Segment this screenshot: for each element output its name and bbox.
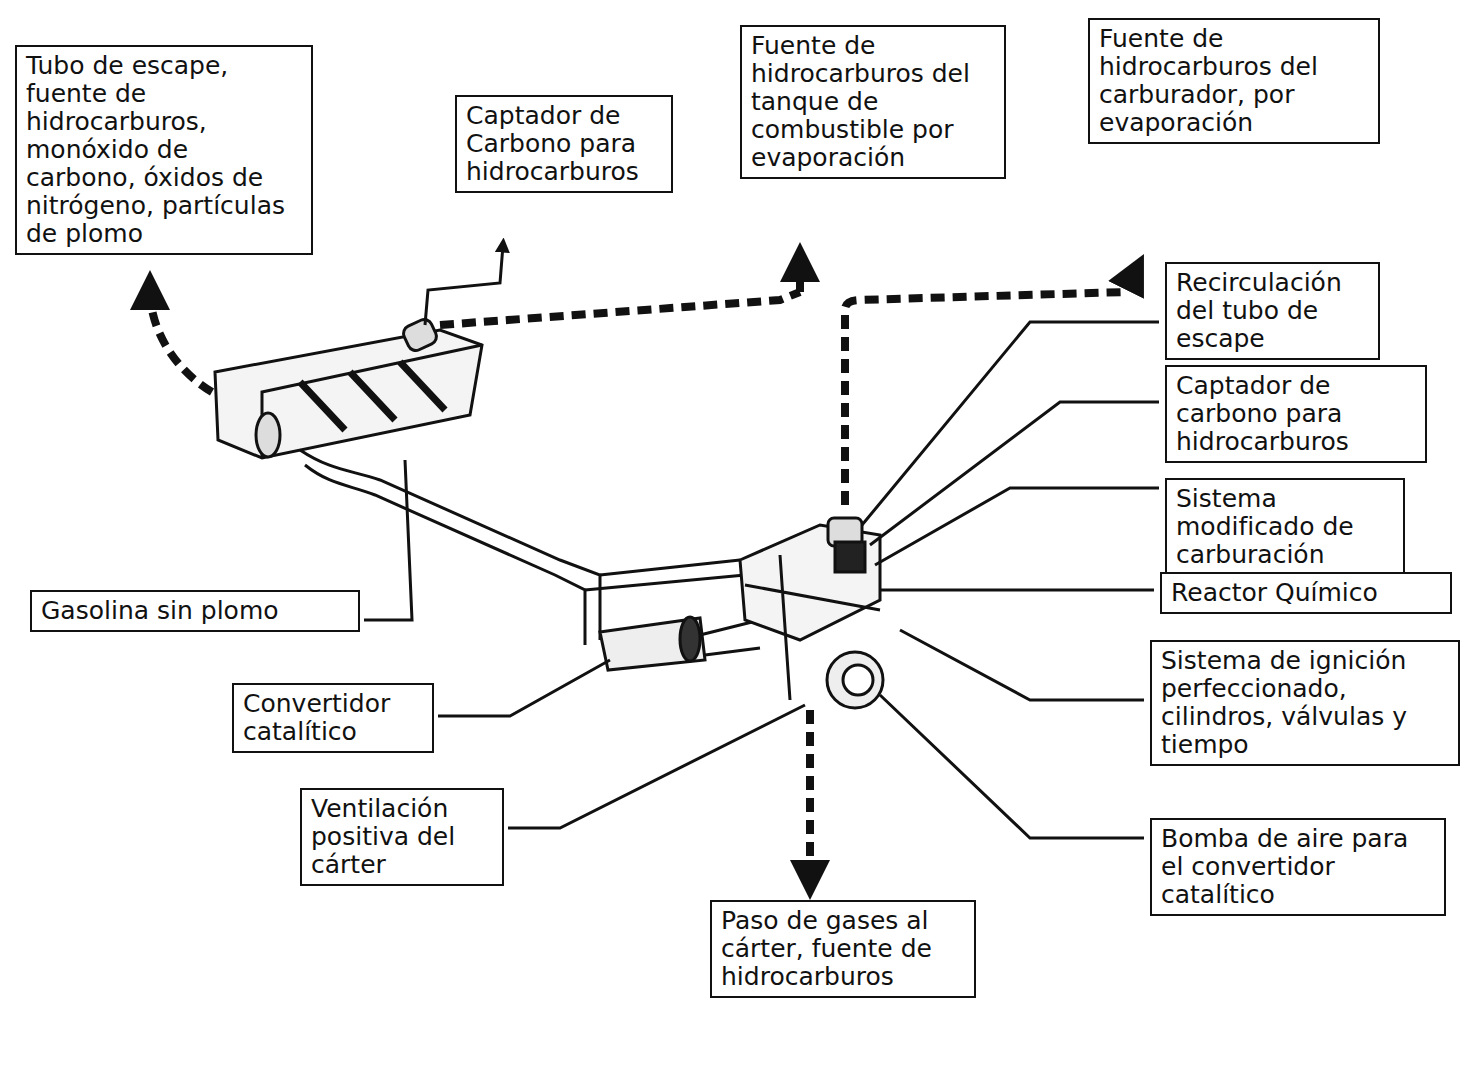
label-box: Paso de gases al cárter, fuente de hidro… [710, 900, 976, 998]
label-box: Fuente de hidrocarburos del carburador, … [1088, 18, 1380, 144]
label-text: Convertidor catalítico [243, 690, 423, 746]
muffler-edge [262, 345, 482, 458]
catalytic-converter [600, 618, 705, 670]
fuel-vapor-flow [440, 292, 800, 325]
fuel-line [585, 560, 745, 590]
carburetor-base [835, 542, 865, 572]
air-pump [827, 652, 883, 708]
muffler [215, 330, 482, 458]
leader-line [900, 630, 1144, 700]
carbon-canister [401, 317, 439, 353]
air-pump-hub [843, 665, 873, 695]
label-box: Fuente de hidrocarburos del tanque de co… [740, 25, 1006, 179]
label-text: Ventilación positiva del cárter [311, 795, 493, 879]
label-box: Reactor Químico [1160, 572, 1452, 614]
label-text: Paso de gases al cárter, fuente de hidro… [721, 907, 965, 991]
label-box: Captador de carbono para hidrocarburos [1165, 365, 1427, 463]
emission-flows [150, 262, 1135, 880]
label-box: Recirculación del tubo de escape [1165, 262, 1380, 360]
leader-lines [364, 322, 1159, 838]
label-box: Convertidor catalítico [232, 683, 434, 753]
leader-line [364, 460, 412, 620]
label-box: Ventilación positiva del cárter [300, 788, 504, 886]
tailpipe [256, 413, 280, 457]
blowby-flow-arrow [806, 710, 814, 880]
label-box: Gasolina sin plomo [30, 590, 360, 632]
engine-block [740, 525, 880, 640]
exhaust-flow-arrow [150, 290, 212, 392]
label-box: Sistema modificado de carburación [1165, 478, 1405, 576]
label-text: Captador de Carbono para hidrocarburos [466, 102, 662, 186]
leader-line [870, 402, 1159, 545]
tank-vapor-arrow [796, 262, 804, 292]
converter-pipe [700, 620, 760, 655]
label-text: Reactor Químico [1171, 579, 1441, 607]
label-text: Fuente de hidrocarburos del carburador, … [1099, 25, 1369, 137]
leader-line [862, 322, 1159, 525]
label-box: Sistema de ignición perfeccionado, cilin… [1150, 640, 1460, 766]
leader-line [880, 695, 1144, 838]
label-box: Bomba de aire para el convertidor catalí… [1150, 818, 1446, 916]
label-box: Tubo de escape, fuente de hidrocarburos,… [15, 45, 313, 255]
leader-line [438, 660, 610, 716]
carburetor-vapor-arrow [845, 272, 1135, 505]
leader-line [508, 705, 805, 828]
label-text: Fuente de hidrocarburos del tanque de co… [751, 32, 995, 172]
label-text: Recirculación del tubo de escape [1176, 269, 1369, 353]
leader-line [875, 488, 1159, 565]
leader-line [880, 589, 1154, 592]
muffler-stripes [300, 362, 445, 430]
label-box: Captador de Carbono para hidrocarburos [455, 95, 673, 193]
label-text: Sistema modificado de carburación [1176, 485, 1394, 569]
engine-manifold [745, 555, 880, 700]
canister-arrow [425, 245, 503, 325]
label-text: Bomba de aire para el convertidor catalí… [1161, 825, 1435, 909]
label-text: Sistema de ignición perfeccionado, cilin… [1161, 647, 1449, 759]
exhaust-system [215, 317, 883, 708]
label-text: Gasolina sin plomo [41, 597, 349, 625]
converter-end [680, 617, 700, 661]
label-text: Tubo de escape, fuente de hidrocarburos,… [26, 52, 302, 248]
label-text: Captador de carbono para hidrocarburos [1176, 372, 1416, 456]
